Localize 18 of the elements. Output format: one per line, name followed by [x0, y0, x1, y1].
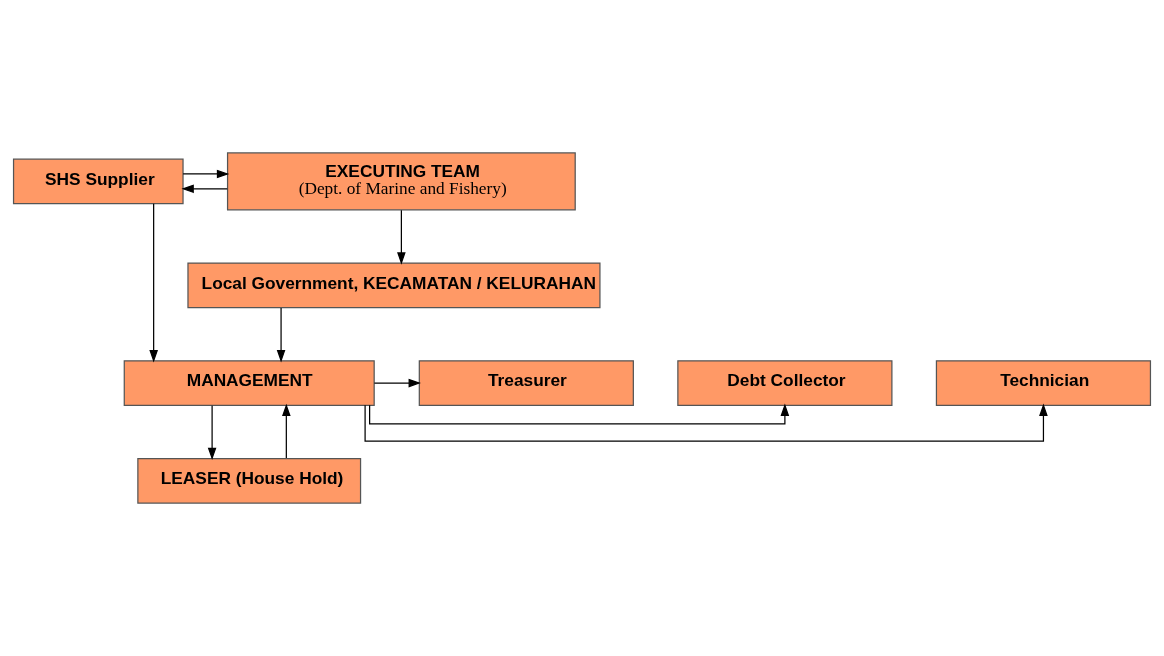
- node-box: SHS Supplier: [12, 158, 184, 205]
- node-box: Debt Collector: [677, 360, 893, 406]
- arrow: [282, 403, 291, 459]
- node-box: Local Government, KECAMATAN / KELURAHAN: [187, 262, 601, 309]
- node-box: LEASER (House Hold): [137, 457, 362, 504]
- arrow: [207, 405, 217, 461]
- node-box: Technician: [935, 360, 1152, 406]
- arrow: [181, 184, 228, 194]
- node-box: EXECUTING TEAM (Dept. of Marine and Fishery): [226, 152, 576, 211]
- node-box: Treasurer: [418, 360, 634, 406]
- arrow: [369, 403, 790, 425]
- arrow: [364, 403, 1048, 442]
- arrow: [373, 378, 421, 388]
- arrow: [276, 307, 286, 363]
- arrow: [182, 169, 230, 179]
- arrow: [149, 203, 158, 363]
- node-box: MANAGEMENT: [123, 360, 375, 406]
- arrow: [397, 209, 406, 265]
